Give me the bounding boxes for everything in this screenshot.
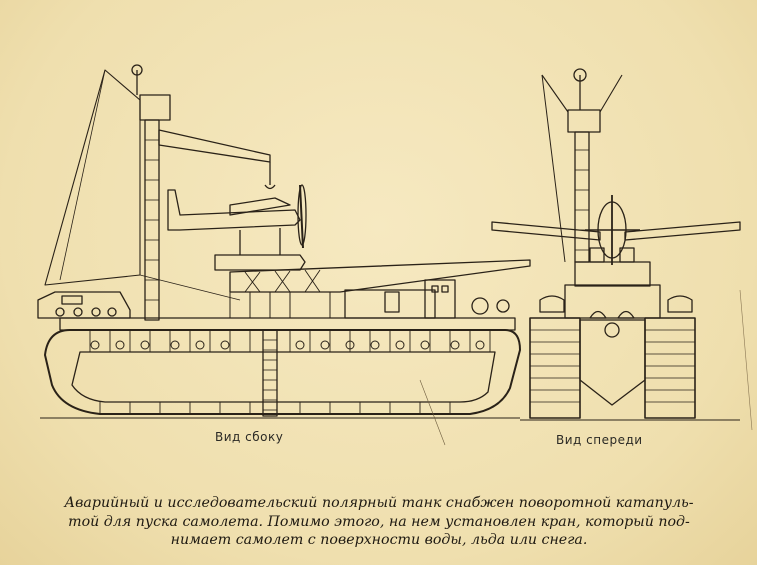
front-view-drawing bbox=[491, 68, 741, 421]
caption-line: той для пуска самолета. Помимо этого, на… bbox=[68, 513, 690, 530]
caption: Аварийный и исследовательский полярный т… bbox=[18, 494, 740, 550]
caption-line: Аварийный и исследовательский полярный т… bbox=[64, 495, 694, 511]
side-view-drawing bbox=[37, 64, 531, 419]
side-view-label: Вид сбоку bbox=[215, 430, 284, 444]
tank-illustration bbox=[37, 64, 753, 446]
front-view-label: Вид спереди bbox=[556, 433, 643, 447]
caption-line: нимает самолет с поверхности воды, льда … bbox=[170, 532, 588, 548]
